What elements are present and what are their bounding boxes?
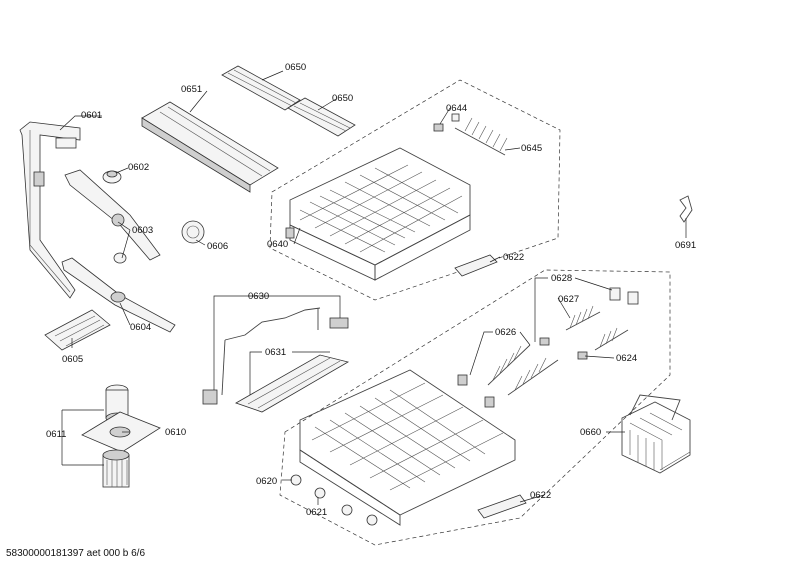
label-0626: 0626 — [495, 327, 516, 338]
folding-tine-rack-lower-a — [487, 344, 531, 386]
label-0601: 0601 — [81, 110, 102, 121]
basket-wheels — [290, 474, 378, 526]
label-0640: 0640 — [267, 239, 288, 250]
label-0645: 0645 — [521, 143, 542, 154]
lower-basket-group-outline — [279, 269, 671, 546]
upper-basket-group-outline — [269, 79, 561, 301]
label-0611: 0611 — [46, 429, 66, 440]
label-0622-upper: 0622 — [503, 252, 524, 263]
side-clip — [679, 195, 693, 223]
label-0610: 0610 — [165, 427, 186, 438]
label-0621: 0621 — [306, 507, 327, 518]
document-id: 58300000181397 aet 000 b 6/6 — [6, 548, 145, 559]
tine-rack-small — [565, 305, 629, 351]
label-0627: 0627 — [558, 294, 579, 305]
label-0622-lower: 0622 — [530, 490, 551, 501]
basket-handle-upper — [454, 254, 498, 277]
lower-basket — [299, 369, 516, 526]
tray-insert-lower — [287, 97, 356, 137]
tine-row-insert — [235, 354, 350, 413]
label-0602: 0602 — [128, 162, 149, 173]
label-0630: 0630 — [248, 291, 269, 302]
label-0605: 0605 — [62, 354, 83, 365]
basket-handle-lower — [477, 494, 527, 519]
label-0660: 0660 — [580, 427, 601, 438]
folding-tine-rack-lower-b — [507, 357, 559, 396]
tine-holder-clips — [457, 374, 495, 408]
tray-insert-upper — [221, 65, 301, 111]
top-cutlery-tray — [141, 101, 279, 193]
folding-tine-rack-upper — [454, 117, 508, 156]
spray-arm-supply-pipe — [19, 121, 81, 299]
spray-nozzle — [102, 170, 122, 184]
filter-assembly — [81, 384, 161, 488]
label-0606: 0606 — [207, 241, 228, 252]
lower-spray-arm — [61, 257, 176, 333]
upper-spray-arm — [64, 169, 161, 264]
tine-rack-mounts — [539, 287, 639, 360]
label-0631: 0631 — [265, 347, 286, 358]
label-0691: 0691 — [675, 240, 696, 251]
label-0620: 0620 — [256, 476, 277, 487]
label-0604: 0604 — [130, 322, 151, 333]
spray-arm-cover — [44, 309, 111, 351]
basket-rail-wire — [202, 307, 349, 405]
cutlery-basket — [621, 394, 691, 474]
leader-lines — [59, 70, 687, 505]
label-0651: 0651 — [181, 84, 202, 95]
label-0603: 0603 — [132, 225, 153, 236]
label-0650-lower: 0650 — [332, 93, 353, 104]
label-0624: 0624 — [616, 353, 637, 364]
upper-basket — [285, 147, 471, 281]
basket-clip — [433, 113, 460, 132]
label-0644: 0644 — [446, 103, 467, 114]
label-0628: 0628 — [551, 273, 572, 284]
label-0650-upper: 0650 — [285, 62, 306, 73]
round-filter — [181, 220, 205, 244]
